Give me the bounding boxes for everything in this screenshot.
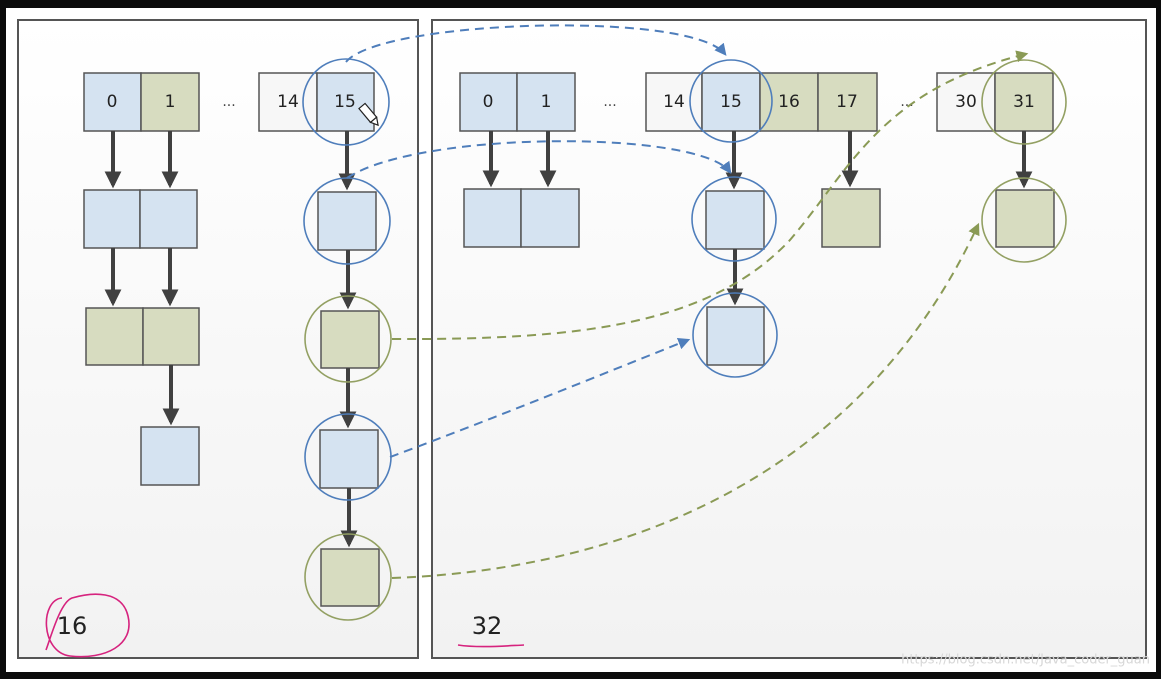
- highlight-circle: [981, 177, 1067, 263]
- new-b15-node-1: [705, 190, 765, 250]
- old-b15-node-3: [319, 429, 379, 489]
- new-ellipsis-2: ...: [900, 94, 913, 110]
- old-table-array: 0 1 ... 14 15: [83, 72, 375, 132]
- old-node-green: [85, 307, 144, 366]
- new-highlight-circles: [689, 59, 1067, 378]
- green-dashed-arrow: [391, 50, 1029, 341]
- highlight-circle: [302, 58, 390, 146]
- new-table-array: 0 1 ... 14 15 16 17 ... 30 31: [459, 72, 1054, 132]
- new-bucket-17-chain: [821, 131, 881, 248]
- new-ellipsis-1: ...: [603, 94, 616, 110]
- old-node-blue: [140, 426, 200, 486]
- new-b17-node-1: [821, 188, 881, 248]
- migration-arrows: [345, 24, 1029, 579]
- new-b31-node-1: [995, 189, 1055, 248]
- new-b15-node-2: [706, 306, 765, 366]
- new-bucket-0-1-chain: [463, 131, 580, 248]
- blue-dashed-arrow: [346, 140, 732, 179]
- new-capacity-label: 32: [472, 612, 503, 640]
- highlight-circle: [304, 533, 392, 621]
- highlight-circle: [304, 295, 392, 383]
- old-capacity-label: 16: [57, 612, 88, 640]
- pink-circle-annotation: [45, 593, 130, 658]
- old-ellipsis: ...: [222, 94, 235, 110]
- old-bucket-0-1-chain: [83, 131, 200, 486]
- old-node-blue: [139, 189, 198, 249]
- new-slot-16-label: 16: [778, 92, 800, 112]
- old-slot-1-label: 1: [165, 92, 176, 112]
- new-bucket-31-chain: [995, 131, 1055, 248]
- pink-underline-annotation: [457, 644, 525, 648]
- new-slot-0-label: 0: [483, 92, 494, 112]
- blue-dashed-arrow: [345, 24, 727, 63]
- old-b15-node-4: [320, 548, 380, 607]
- new-slot-14: [645, 72, 703, 132]
- old-slot-0: [83, 72, 142, 132]
- new-slot-15: [701, 72, 761, 132]
- new-slot-15-label: 15: [720, 92, 742, 112]
- green-dashed-arrow: [391, 222, 980, 579]
- old-node-blue: [83, 189, 141, 249]
- new-slot-31-label: 31: [1013, 92, 1035, 112]
- old-b15-node-2: [320, 310, 380, 369]
- old-slot-15-label: 15: [334, 92, 356, 112]
- new-slot-16: [759, 72, 819, 132]
- highlight-circle: [692, 292, 778, 378]
- watermark-text: https://blog.csdn.net/Java_coder_guan: [901, 653, 1150, 668]
- highlight-circle: [691, 176, 777, 262]
- new-slot-30-label: 30: [955, 92, 977, 112]
- old-b15-highlight-circles: [302, 58, 392, 621]
- old-bucket-15-chain: [317, 131, 380, 607]
- new-slot-14-label: 14: [663, 92, 685, 112]
- new-slot-17-label: 17: [836, 92, 858, 112]
- old-b15-node-1: [317, 191, 377, 251]
- new-node-blue: [520, 188, 580, 248]
- new-slot-17: [817, 72, 878, 132]
- highlight-circle: [689, 59, 773, 143]
- old-slot-14-label: 14: [277, 92, 299, 112]
- new-slot-1-label: 1: [541, 92, 552, 112]
- new-node-blue: [463, 188, 522, 248]
- pencil-cursor-icon: [358, 102, 379, 127]
- old-node-green: [142, 307, 200, 366]
- old-slot-0-label: 0: [107, 92, 118, 112]
